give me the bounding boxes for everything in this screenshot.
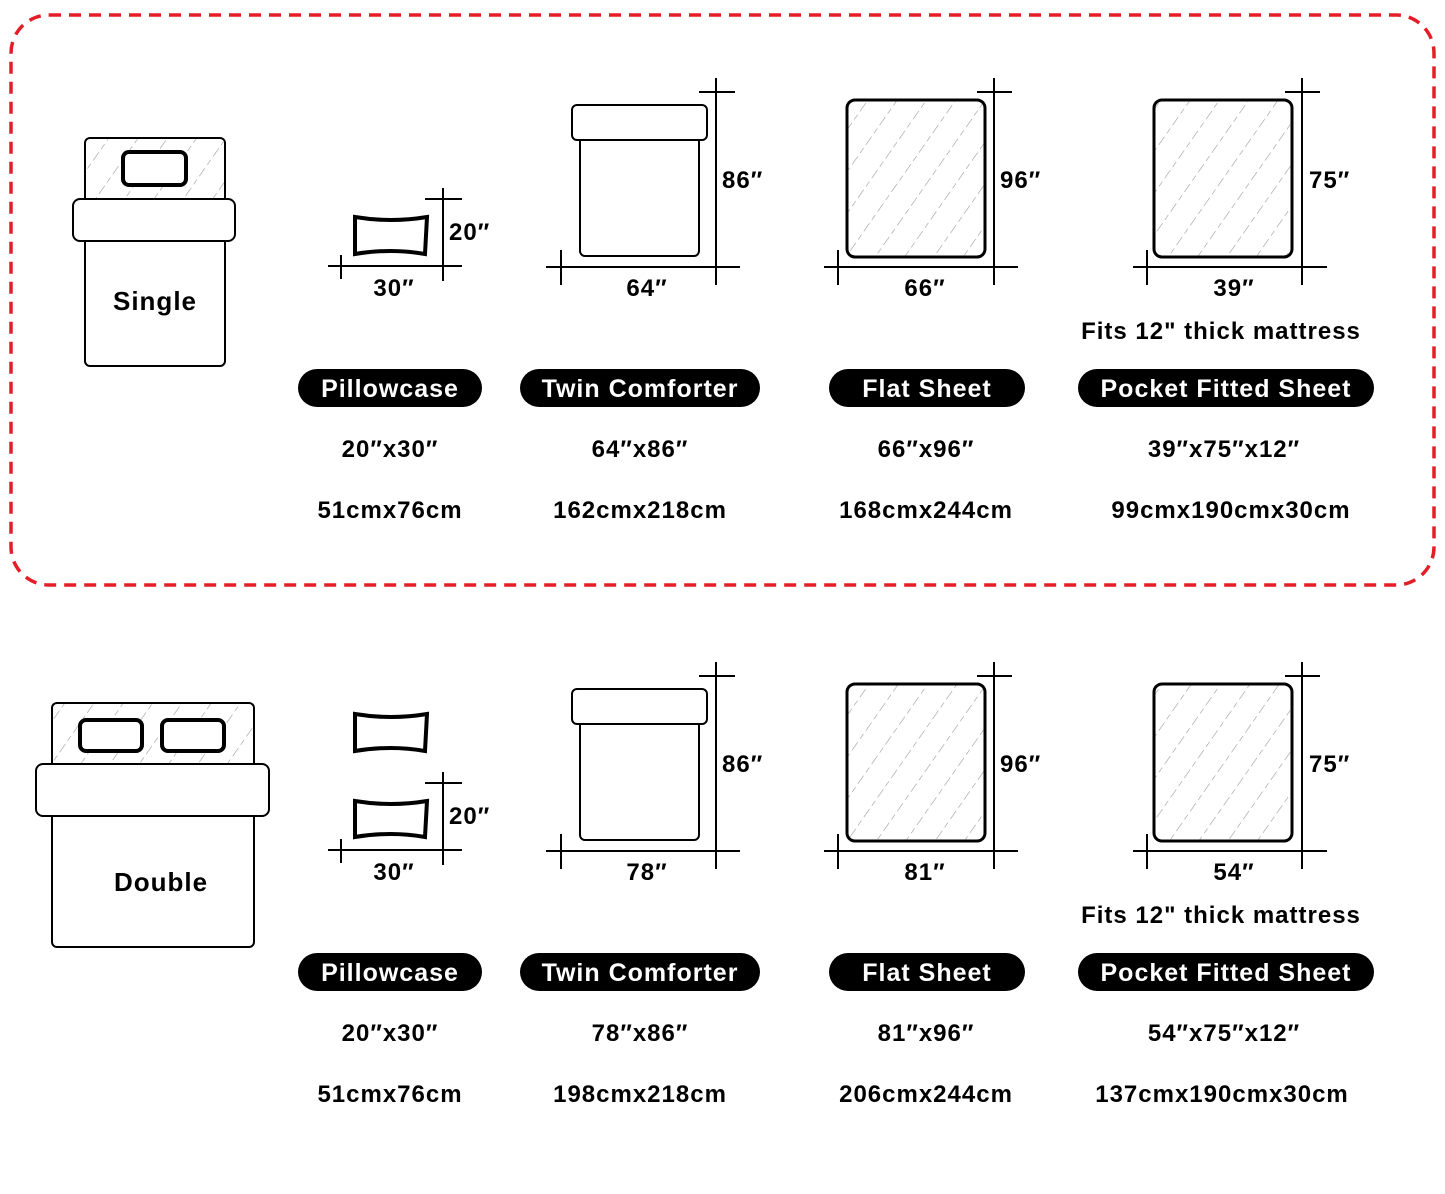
single-comforter-drawing: 64″ 86″ <box>546 78 763 302</box>
double-fitted-sheet-width: 54″ <box>1213 859 1254 886</box>
double-fitted-sheet-note: Fits 12" thick mattress <box>1081 902 1361 929</box>
single-flat-sheet-size-cm: 168cmx244cm <box>839 497 1013 524</box>
double-comforter-size-cm: 198cmx218cm <box>553 1081 727 1108</box>
single-flat-sheet-width: 66″ <box>904 275 945 302</box>
single-comforter-label: Twin Comforter <box>542 375 739 403</box>
single-fitted-sheet-height: 75″ <box>1309 167 1350 194</box>
double-fitted-sheet-drawing: 54″ 75″ Fits 12" thick mattress <box>1081 662 1361 929</box>
single-comforter-width: 64″ <box>626 275 667 302</box>
double-labels: Pillowcase Twin Comforter Flat Sheet Poc… <box>298 953 1374 991</box>
single-flat-sheet-label: Flat Sheet <box>862 375 991 403</box>
single-pillowcase-label: Pillowcase <box>321 375 459 403</box>
single-fitted-sheet-label: Pocket Fitted Sheet <box>1101 375 1352 403</box>
single-flat-sheet-height: 96″ <box>1000 167 1041 194</box>
bed-label-double: Double <box>114 867 208 897</box>
double-pillowcase-label: Pillowcase <box>321 959 459 987</box>
single-pillowcase-size-cm: 51cmx76cm <box>317 497 462 524</box>
double-fitted-sheet-size-in: 54″x75″x12″ <box>1148 1020 1300 1047</box>
single-pillowcase-height: 20″ <box>449 219 490 246</box>
single-comforter-height: 86″ <box>722 167 763 194</box>
double-pillowcase-width: 30″ <box>373 859 414 886</box>
double-comforter-size-in: 78″x86″ <box>592 1020 689 1047</box>
single-sizes: 20″x30″ 51cmx76cm 64″x86″ 162cmx218cm 66… <box>317 436 1350 524</box>
single-flat-sheet-drawing: 66″ 96″ <box>824 78 1041 302</box>
double-flat-sheet-size-cm: 206cmx244cm <box>839 1081 1013 1108</box>
double-flat-sheet-drawing: 81″ 96″ <box>824 662 1041 886</box>
single-fitted-sheet-size-in: 39″x75″x12″ <box>1148 436 1300 463</box>
single-fitted-sheet-width: 39″ <box>1213 275 1254 302</box>
double-pillowcase-drawing: 30″ 20″ <box>328 711 490 886</box>
single-bed-icon: Single <box>72 137 236 367</box>
single-labels: Pillowcase Twin Comforter Flat Sheet Poc… <box>298 369 1374 407</box>
double-sizes: 20″x30″ 51cmx76cm 78″x86″ 198cmx218cm 81… <box>317 1020 1349 1108</box>
single-pillowcase-width: 30″ <box>373 275 414 302</box>
double-comforter-drawing: 78″ 86″ <box>546 662 763 886</box>
double-pillowcase-height: 20″ <box>449 803 490 830</box>
single-pillowcase-drawing: 30″ 20″ <box>328 188 490 302</box>
section-single: Single 30″ 20″ 64″ 86″ <box>72 78 1374 524</box>
single-pillowcase-size-in: 20″x30″ <box>342 436 439 463</box>
double-pillowcase-size-cm: 51cmx76cm <box>317 1081 462 1108</box>
double-comforter-width: 78″ <box>626 859 667 886</box>
single-fitted-sheet-size-cm: 99cmx190cmx30cm <box>1111 497 1350 524</box>
double-flat-sheet-label: Flat Sheet <box>862 959 991 987</box>
single-fitted-sheet-note: Fits 12" thick mattress <box>1081 318 1361 345</box>
double-comforter-label: Twin Comforter <box>542 959 739 987</box>
double-comforter-height: 86″ <box>722 751 763 778</box>
single-comforter-size-in: 64″x86″ <box>592 436 689 463</box>
double-fitted-sheet-size-cm: 137cmx190cmx30cm <box>1095 1081 1349 1108</box>
single-fitted-sheet-drawing: 39″ 75″ Fits 12" thick mattress <box>1081 78 1361 345</box>
double-flat-sheet-size-in: 81″x96″ <box>878 1020 975 1047</box>
double-flat-sheet-width: 81″ <box>904 859 945 886</box>
double-fitted-sheet-height: 75″ <box>1309 751 1350 778</box>
bed-label-single: Single <box>113 286 197 316</box>
single-comforter-size-cm: 162cmx218cm <box>553 497 727 524</box>
double-fitted-sheet-label: Pocket Fitted Sheet <box>1101 959 1352 987</box>
double-flat-sheet-height: 96″ <box>1000 751 1041 778</box>
double-pillowcase-size-in: 20″x30″ <box>342 1020 439 1047</box>
section-double: Double 30″ 20″ 78″ 86″ <box>35 662 1374 1108</box>
double-bed-icon: Double <box>35 702 270 948</box>
single-flat-sheet-size-in: 66″x96″ <box>878 436 975 463</box>
